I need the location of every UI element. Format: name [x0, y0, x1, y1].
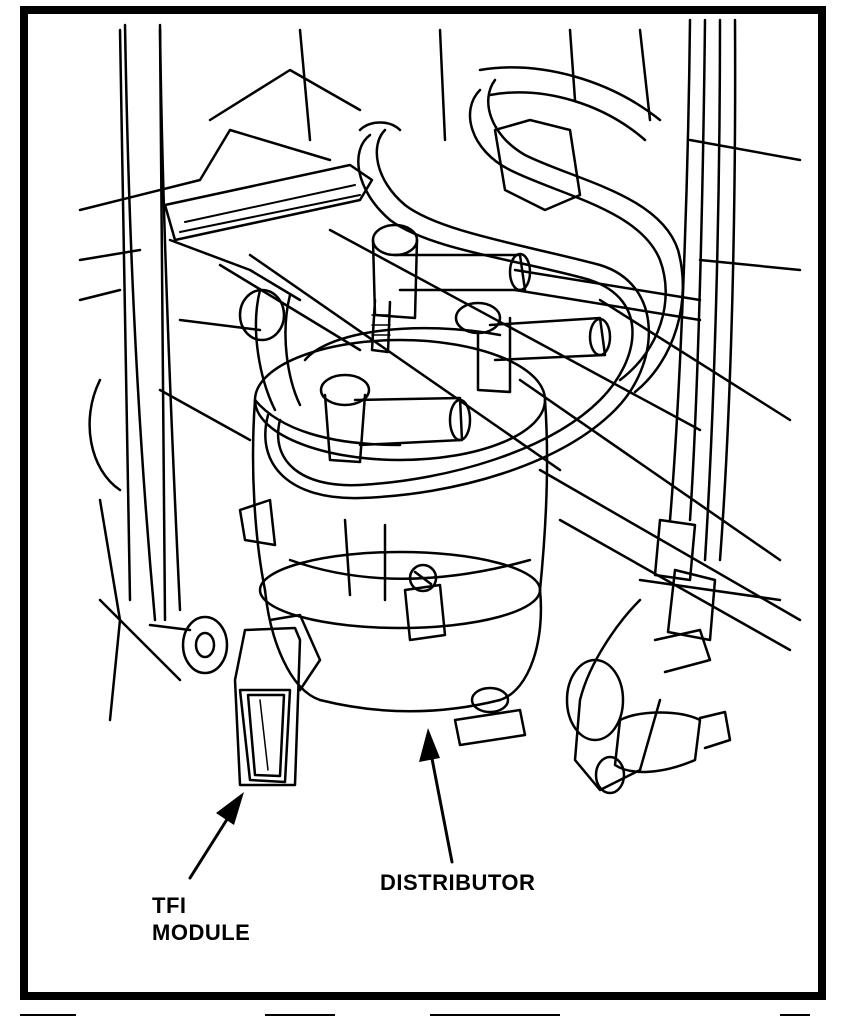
- tfi-label: TFI: [152, 893, 187, 918]
- tfi-module-arrowhead: [216, 792, 244, 825]
- module-label: MODULE: [152, 920, 251, 945]
- tfi-module: [233, 613, 322, 787]
- footer-mark: [430, 1014, 560, 1016]
- footer-mark: [20, 1014, 76, 1016]
- distributor-base-foot: [453, 686, 527, 747]
- vertical-tube-left: [123, 23, 229, 675]
- vacuum-lines-right: [565, 18, 737, 795]
- spark-plug-wires: [254, 66, 702, 500]
- distributor-label: DISTRIBUTOR: [380, 870, 536, 895]
- distributor-cap: [253, 326, 547, 462]
- footer-mark: [780, 1014, 810, 1016]
- footer-mark: [265, 1014, 335, 1016]
- leader-arrows: [188, 728, 454, 880]
- distributor-arrowhead: [419, 728, 440, 762]
- intake-runner: [163, 163, 374, 242]
- hold-down-clamp: [403, 563, 447, 642]
- distributor-body: [238, 398, 549, 713]
- engine-background: [78, 28, 802, 722]
- plug-boots: [238, 118, 612, 464]
